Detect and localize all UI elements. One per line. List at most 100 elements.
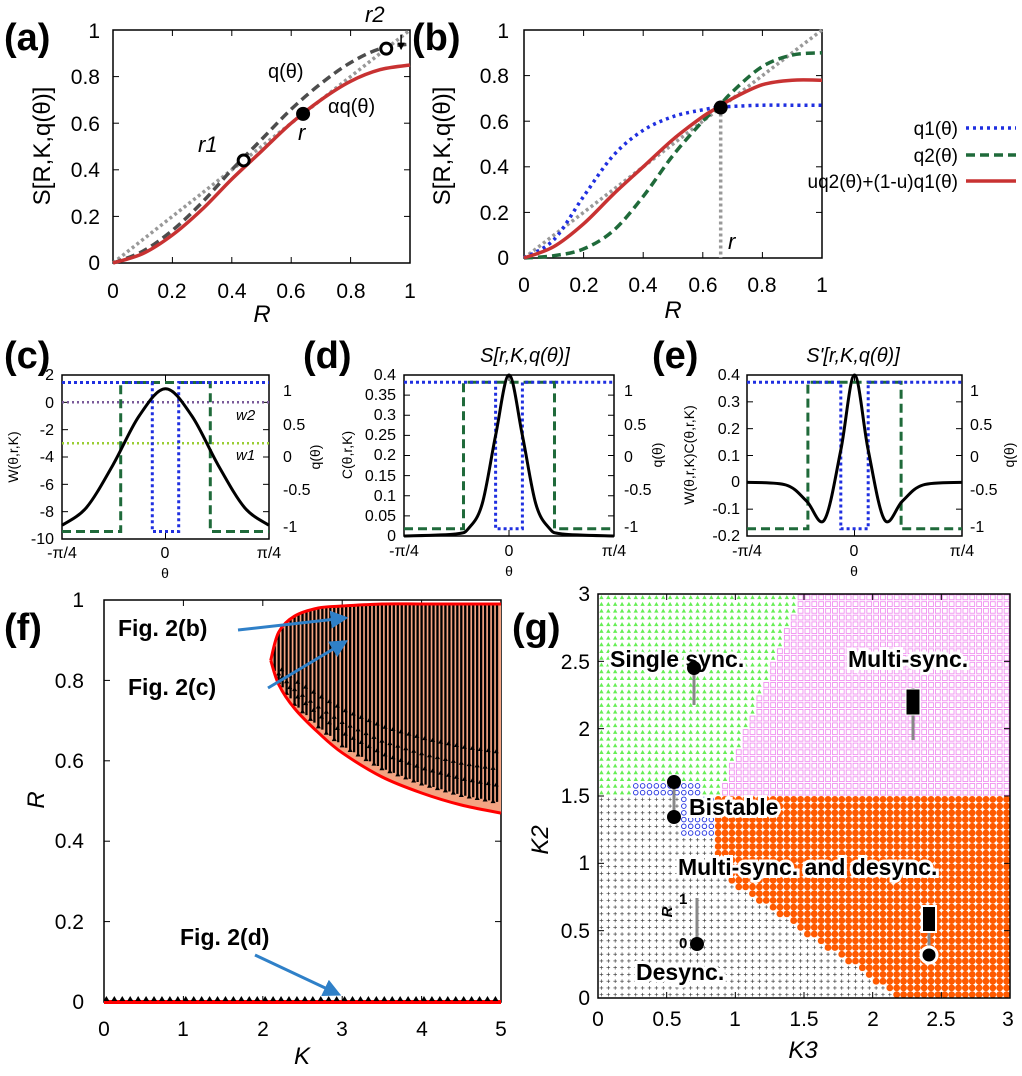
- cell-desync: [654, 858, 659, 862]
- cell-desync: [661, 851, 666, 856]
- cell-multi-desync: [1003, 849, 1010, 857]
- cell-desync: [668, 831, 672, 835]
- cell-single-sync: [626, 716, 632, 721]
- cell-multi-sync: [955, 688, 962, 695]
- cell-multi-sync: [763, 715, 770, 722]
- branch-marker: [469, 745, 475, 750]
- cell-multi-sync: [989, 614, 996, 621]
- cell-multi-sync: [886, 601, 893, 607]
- cell-multi-sync: [742, 729, 749, 735]
- cell-multi-sync: [818, 628, 825, 634]
- cell-multi-desync: [955, 923, 962, 931]
- cell-multi-sync: [907, 762, 914, 769]
- cell-desync: [647, 844, 652, 849]
- cell-multi-sync: [900, 628, 907, 634]
- zero-branch-marker: [389, 996, 396, 1001]
- cell-multi-desync: [941, 991, 949, 998]
- cell-desync: [613, 817, 617, 822]
- cell-multi-sync: [866, 688, 873, 695]
- cell-multi-desync: [934, 991, 942, 998]
- cell-multi-sync: [989, 621, 996, 628]
- cell-multi-desync: [941, 876, 949, 884]
- branch-marker: [307, 716, 313, 721]
- cell-single-sync: [784, 601, 790, 606]
- cell-desync: [716, 932, 720, 936]
- cell-multi-sync: [886, 742, 893, 749]
- cell-multi-desync: [996, 930, 1004, 938]
- cell-multi-sync: [866, 742, 873, 749]
- cell-multi-desync: [762, 890, 770, 898]
- cell-multi-sync: [969, 695, 976, 702]
- cell-single-sync: [640, 682, 645, 687]
- cell-single-sync: [736, 702, 741, 707]
- cell-multi-desync: [879, 971, 887, 978]
- cell-desync: [709, 972, 714, 977]
- cell-single-sync: [722, 763, 728, 768]
- cell-multi-sync: [955, 648, 962, 655]
- cell-desync: [709, 878, 714, 882]
- cell-multi-sync: [935, 776, 941, 783]
- cell-multi-sync: [818, 735, 825, 742]
- cell-multi-sync: [921, 675, 928, 682]
- cell-single-sync: [777, 635, 783, 640]
- cell-single-sync: [619, 601, 625, 606]
- cell-multi-desync: [948, 856, 956, 864]
- cell-single-sync: [702, 776, 707, 781]
- cell-multi-desync: [996, 903, 1004, 911]
- cell-multi-sync: [907, 783, 914, 789]
- cell-multi-desync: [845, 917, 853, 924]
- cell-desync: [723, 891, 727, 896]
- cell-desync: [709, 844, 714, 849]
- cell-multi-desync: [989, 923, 997, 931]
- cell-multi-sync: [811, 621, 818, 628]
- cell-multi-sync: [935, 682, 941, 688]
- cell-desync: [798, 986, 803, 990]
- cell-multi-desync: [934, 937, 942, 945]
- branch-marker: [323, 709, 329, 714]
- cell-multi-desync: [817, 937, 825, 945]
- cell-desync: [743, 986, 748, 990]
- cell-multi-desync: [797, 822, 804, 830]
- cell-multi-sync: [989, 661, 996, 668]
- cell-multi-sync: [804, 634, 811, 641]
- cell-multi-sync: [948, 601, 955, 607]
- cell-multi-sync: [880, 621, 886, 628]
- cell-desync: [633, 905, 638, 909]
- cell-multi-desync: [989, 971, 997, 978]
- cell-multi-desync: [989, 930, 997, 938]
- cell-multi-sync: [852, 756, 859, 762]
- cell-single-sync: [702, 608, 707, 613]
- cell-single-sync: [695, 608, 700, 613]
- cell-single-sync: [674, 696, 680, 701]
- cell-single-sync: [606, 622, 611, 627]
- cell-multi-desync: [858, 930, 866, 938]
- cell-multi-sync: [852, 634, 859, 641]
- cell-multi-desync: [776, 802, 784, 810]
- cell-multi-desync: [735, 802, 743, 810]
- cell-desync: [764, 986, 769, 990]
- cell-multi-sync: [900, 648, 907, 655]
- cell-multi-sync: [928, 729, 934, 735]
- cell-multi-desync: [982, 829, 990, 837]
- cell-desync: [620, 898, 624, 903]
- panel-b-legend: q1(θ) q2(θ) uq2(θ)+(1-u)q1(θ): [808, 119, 1016, 193]
- cell-desync: [640, 965, 645, 970]
- cell-multi-desync: [975, 802, 983, 810]
- series-line-alpha-q: [112, 63, 411, 265]
- cell-multi-sync: [825, 702, 831, 708]
- cell-multi-desync: [797, 809, 804, 817]
- cell-multi-sync: [838, 655, 845, 661]
- cell-single-sync: [626, 669, 632, 674]
- cell-multi-sync: [742, 776, 749, 783]
- cell-multi-sync: [804, 789, 811, 796]
- cell-single-sync: [674, 716, 680, 721]
- cell-multi-sync: [941, 776, 948, 783]
- cell-multi-sync: [893, 648, 900, 655]
- cell-multi-sync: [900, 641, 907, 648]
- cell-desync: [695, 992, 700, 997]
- cell-desync: [654, 952, 659, 957]
- cell-multi-sync: [989, 594, 996, 601]
- cell-multi-desync: [1003, 802, 1010, 810]
- cell-single-sync: [612, 655, 618, 660]
- cell-multi-desync: [975, 930, 983, 938]
